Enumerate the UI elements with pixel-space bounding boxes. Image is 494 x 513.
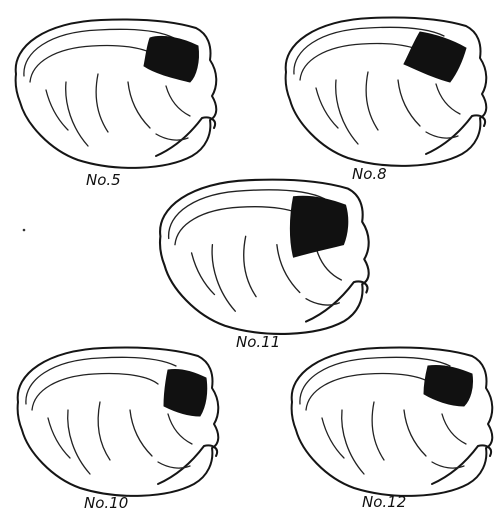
- caption-panel-11: No.11: [236, 333, 280, 351]
- brain-panel-10: [18, 347, 219, 495]
- caption-panel-8: No.8: [352, 165, 387, 183]
- lesion-area-8: [404, 32, 466, 82]
- caption-panel-10: No.10: [84, 494, 128, 512]
- brain-panel-11: [160, 180, 369, 334]
- lesion-area-5: [144, 36, 199, 82]
- lesion-area-10: [164, 369, 207, 416]
- lesion-area-12: [424, 365, 473, 406]
- lesion-area-11: [290, 196, 347, 257]
- brain-panel-8: [286, 17, 487, 165]
- caption-panel-5: No.5: [86, 171, 121, 189]
- brain-panel-5: [16, 19, 217, 167]
- brain-panel-12: [292, 347, 493, 495]
- caption-panel-12: No.12: [362, 493, 406, 511]
- speck-mark: [23, 229, 26, 232]
